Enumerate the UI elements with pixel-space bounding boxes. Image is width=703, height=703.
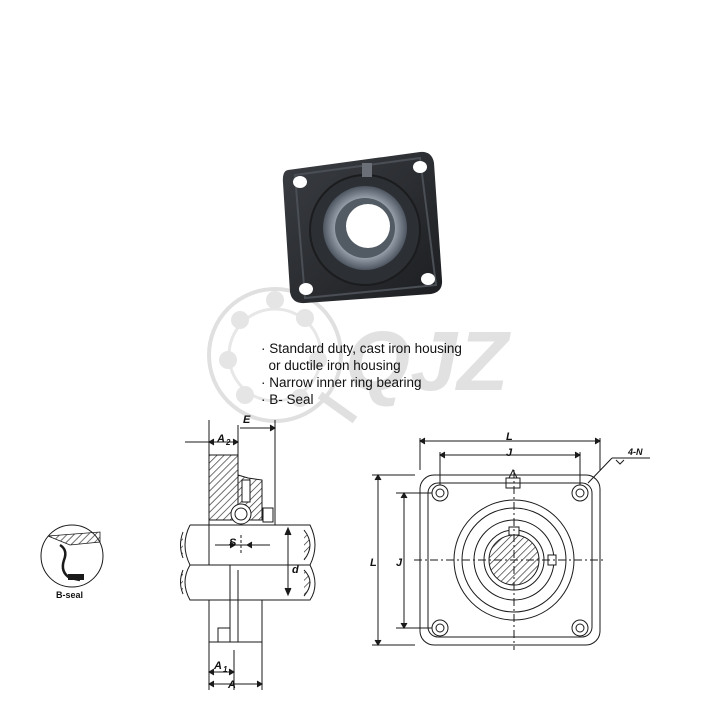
dim-A1-sub: 1 <box>223 665 228 674</box>
feature-item-3: · Narrow inner ring bearing <box>261 375 422 390</box>
dim-S: S <box>229 537 237 549</box>
side-view <box>180 420 316 690</box>
dim-d: d <box>292 564 299 576</box>
bolt-hole-br <box>421 273 435 285</box>
watermark-logo: QJZ <box>207 287 511 424</box>
side-view-labels: E A 2 S d A 1 A <box>213 414 299 691</box>
dim-L-left: L <box>370 557 377 569</box>
dim-A2: A <box>216 433 225 445</box>
front-view-labels: L J 4-N L J <box>370 431 643 569</box>
bolt-hole-tl <box>293 176 307 188</box>
seal-detail: B-seal <box>40 524 104 600</box>
feature-item-4: · B- Seal <box>261 392 314 407</box>
dim-J-top: J <box>506 447 513 459</box>
features-list: · Standard duty, cast iron housing or du… <box>261 340 462 408</box>
dim-A2-sub: 2 <box>225 438 231 447</box>
feature-item-2: or ductile iron housing <box>261 358 401 373</box>
dim-4N: 4-N <box>627 447 643 457</box>
dim-L-top: L <box>506 431 513 443</box>
feature-item-1: · Standard duty, cast iron housing <box>261 341 462 356</box>
seal-caption: B-seal <box>56 590 83 600</box>
front-view <box>372 437 650 650</box>
dim-E: E <box>243 414 251 426</box>
bolt-hole-bl <box>299 283 313 295</box>
product-photo <box>282 151 443 304</box>
bolt-hole-tr <box>413 161 427 173</box>
dim-J-left: J <box>396 557 403 569</box>
dim-A: A <box>227 679 236 691</box>
dim-A1: A <box>213 660 222 672</box>
watermark-text: QJZ <box>345 314 511 408</box>
